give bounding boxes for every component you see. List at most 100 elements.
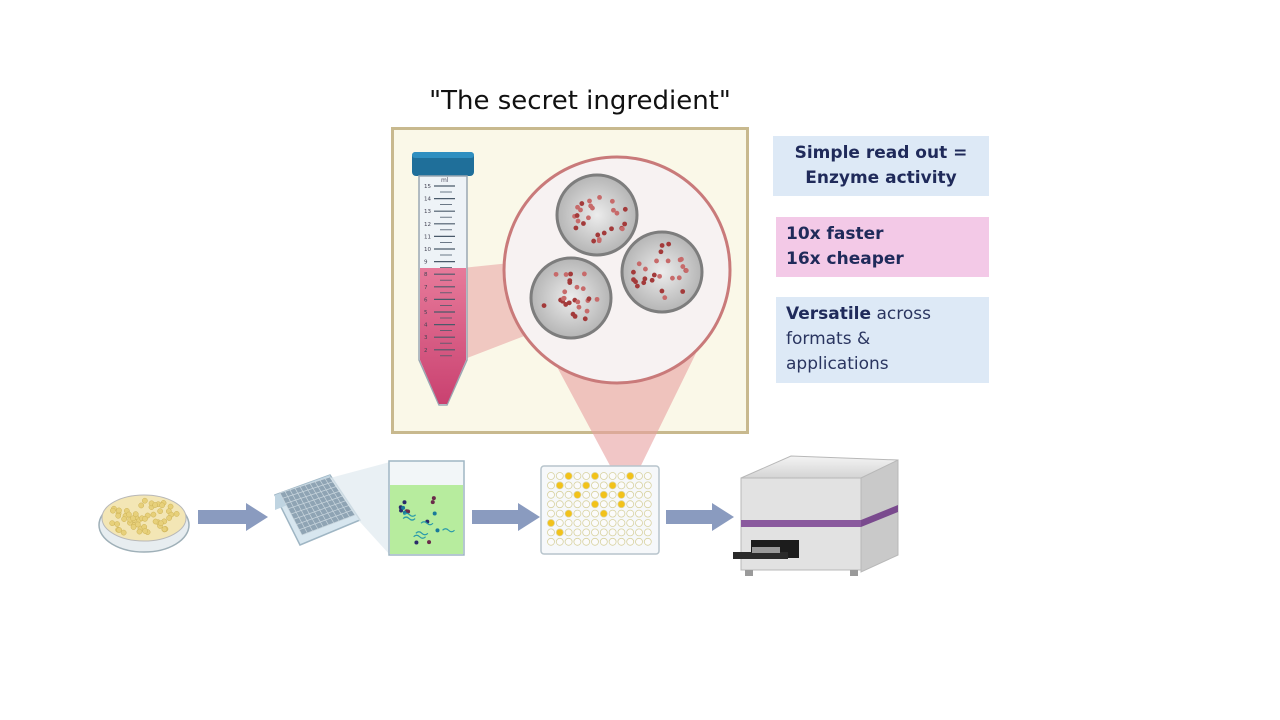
bead-dot <box>567 278 573 284</box>
plate-well <box>617 528 626 537</box>
plate-well <box>599 481 608 490</box>
positive-well <box>618 491 625 498</box>
plate-well <box>643 490 652 499</box>
bead-dot <box>575 218 581 224</box>
plate-reader-icon <box>733 455 899 576</box>
plate-well <box>582 500 591 509</box>
bead-dot <box>631 269 636 275</box>
well-zoom-cone <box>330 462 390 555</box>
plate-grid-line <box>282 481 334 499</box>
bead-dot <box>584 308 590 314</box>
bead-dot <box>634 283 640 289</box>
plate-well <box>555 490 564 499</box>
plate-well <box>635 500 643 509</box>
colony <box>166 515 172 521</box>
bead-dot <box>680 264 686 269</box>
plate-well <box>626 509 635 518</box>
plate-well <box>555 519 564 527</box>
positive-well <box>583 482 590 489</box>
colony <box>136 528 143 535</box>
plate-well <box>608 537 617 546</box>
plate-well <box>573 509 582 518</box>
plate-well <box>617 537 626 546</box>
bead-dot <box>601 230 607 236</box>
plate-well <box>547 528 555 537</box>
plate-well <box>547 500 555 509</box>
bead-dot <box>574 213 580 218</box>
bead-dot <box>658 249 664 255</box>
plate-well <box>635 472 643 480</box>
plate-well <box>591 537 599 546</box>
bead-dot <box>642 276 648 282</box>
tube-scale-label: 13 <box>424 209 431 215</box>
bead-dot <box>651 272 657 278</box>
bead-dot <box>611 207 616 213</box>
squiggle <box>402 516 416 521</box>
positive-well <box>627 472 634 480</box>
bead-dot <box>591 238 597 244</box>
bead-dot <box>683 268 689 273</box>
bead-dot <box>595 232 601 238</box>
plate-well <box>608 519 617 527</box>
colony <box>158 520 164 527</box>
colony <box>161 526 168 533</box>
bead-dot <box>541 303 547 309</box>
cell-dot <box>401 505 406 510</box>
bead-dot <box>586 296 592 302</box>
tube-scale-label: 15 <box>424 184 431 190</box>
colony <box>114 521 120 527</box>
plate-well <box>643 519 652 527</box>
plate-well <box>599 537 608 546</box>
bead-dot <box>609 226 614 232</box>
bead-dot <box>588 203 594 209</box>
bead-dot <box>578 207 583 213</box>
cell-dot <box>406 509 411 514</box>
plate-well <box>555 537 564 546</box>
plate-well <box>608 472 617 480</box>
bead-dot <box>570 311 576 317</box>
positive-well <box>565 472 572 480</box>
speed-line-1: 10x faster <box>786 224 884 244</box>
positive-well <box>556 529 563 536</box>
plate-well <box>626 519 635 527</box>
squiggle <box>415 531 429 536</box>
tube-scale-label: 4 <box>424 323 428 329</box>
bead-dot <box>579 201 585 206</box>
versatile-bold: Versatile <box>786 304 872 324</box>
plate-grid-line <box>299 509 352 531</box>
plate-well <box>617 509 626 518</box>
colony <box>130 515 136 522</box>
colony <box>109 520 116 527</box>
colony <box>132 511 139 517</box>
plate-grid-line <box>293 500 346 520</box>
colony <box>150 511 157 518</box>
plate-well <box>626 500 635 509</box>
colony <box>152 518 159 525</box>
cell-dot <box>414 540 419 545</box>
plate-well <box>591 481 599 490</box>
tube-scale-label: 11 <box>424 234 431 240</box>
bead <box>529 256 613 340</box>
colony <box>121 516 127 522</box>
versatile-info-box: Versatile across formats & applications <box>776 297 989 383</box>
bead-dot <box>657 273 662 279</box>
plate-grid-line <box>285 486 337 504</box>
bead-dot <box>622 221 628 227</box>
plate-well <box>643 481 652 490</box>
plate-well <box>608 528 617 537</box>
plate-well <box>582 528 591 537</box>
bead-dot <box>597 194 602 200</box>
colony <box>173 511 180 517</box>
positive-well <box>600 510 607 517</box>
plate-well <box>582 537 591 546</box>
colony <box>115 512 122 519</box>
tube-scale-label: 3 <box>424 335 428 341</box>
colony <box>141 497 148 504</box>
bead-dot <box>568 271 574 277</box>
bead-dot <box>574 284 580 290</box>
colony <box>138 502 145 509</box>
bead-dot <box>614 210 620 216</box>
cell-dot <box>431 496 436 501</box>
plate-well <box>635 528 643 537</box>
bead-dot <box>596 238 602 244</box>
